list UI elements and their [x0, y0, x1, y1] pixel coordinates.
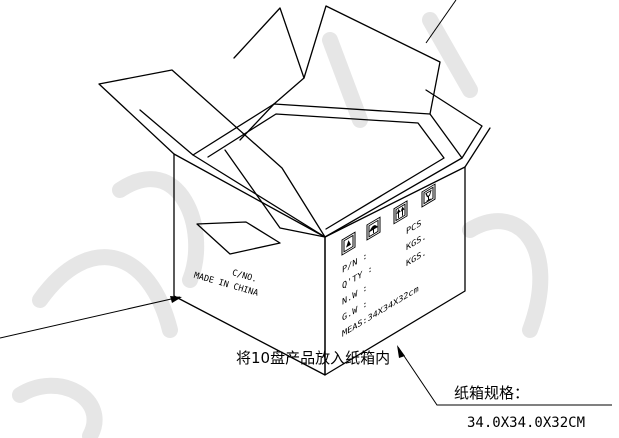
- box-flaps: [98, 5, 491, 238]
- fragile-icon: [421, 183, 436, 208]
- hand-hole: [196, 221, 281, 255]
- box-body: [173, 103, 466, 376]
- watermark: [12, 12, 549, 438]
- shipping-marks: P/N : PCS Q'TY : KGS. N.W : KGS. G.W : M…: [341, 183, 436, 340]
- pen-line: [425, 0, 457, 44]
- this-way-up-icon: [393, 200, 408, 225]
- left-callout-text: 将10盘产品放入纸箱内: [236, 349, 390, 367]
- umbrella-icon: [366, 216, 381, 241]
- spec-value: 34.0X34.0X32CM: [467, 415, 585, 431]
- spec-title: 纸箱规格：: [454, 384, 529, 402]
- recycle-icon: [341, 231, 356, 256]
- right-leader: [397, 345, 612, 406]
- left-leader: [0, 296, 182, 339]
- left-side-marking: C/NO. MADE IN CHINA: [193, 268, 260, 299]
